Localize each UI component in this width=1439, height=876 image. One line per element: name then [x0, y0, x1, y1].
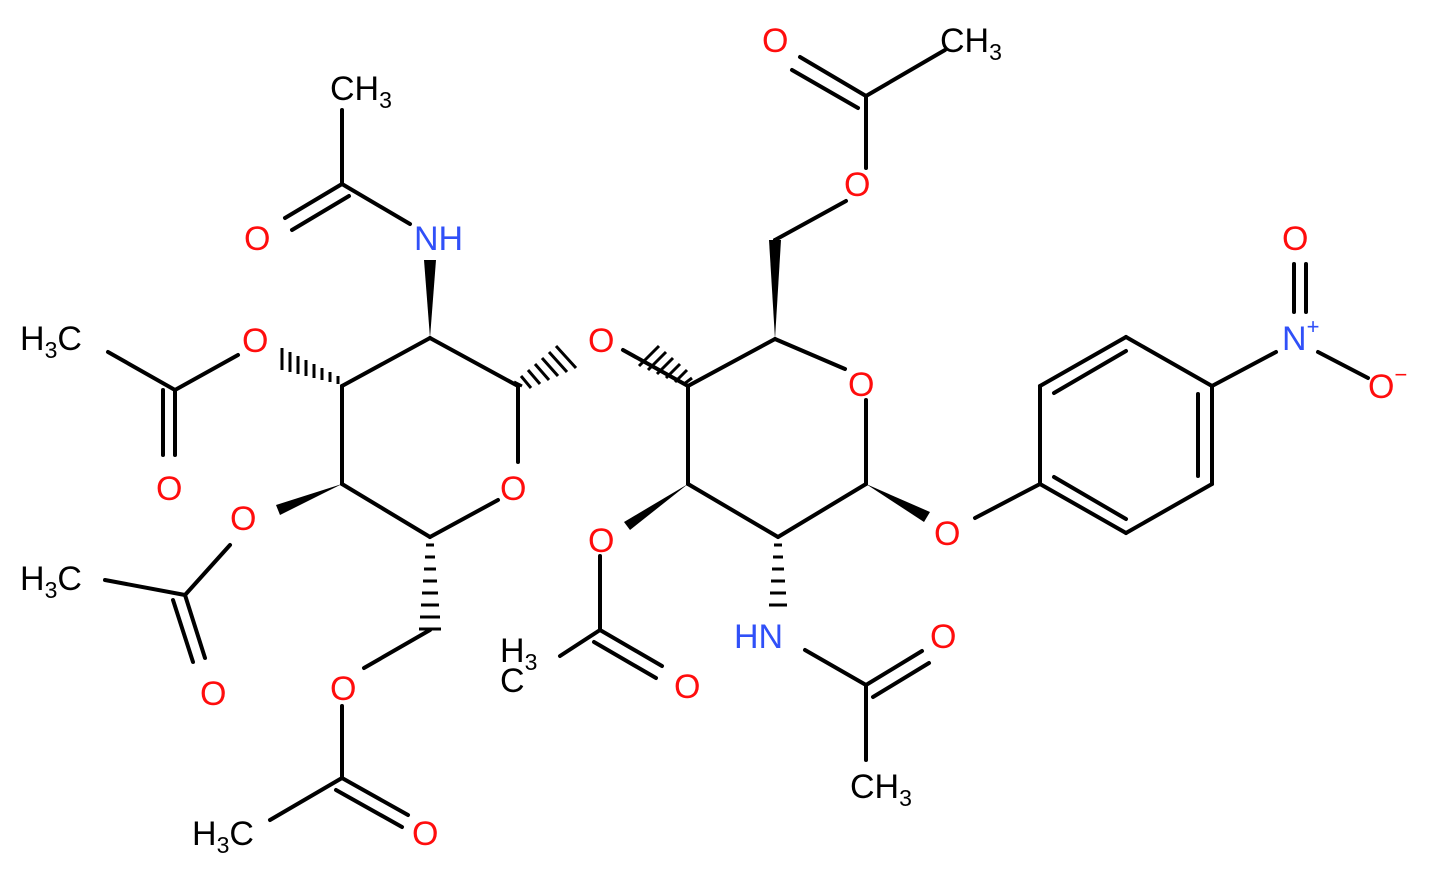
- hash-bond: [280, 348, 340, 384]
- bond: [268, 776, 344, 822]
- nitrogen-label: HN: [734, 618, 783, 656]
- bond: [1052, 475, 1128, 521]
- bond: [803, 648, 868, 687]
- methyl-label: CH3: [940, 22, 1002, 65]
- oxygen-label: O: [762, 22, 788, 60]
- bond: [1124, 335, 1214, 388]
- bond: [598, 628, 664, 668]
- bond: [283, 182, 344, 220]
- hash-bond: [513, 344, 578, 389]
- bond: [773, 337, 847, 371]
- nitrogen-label: NH: [414, 220, 463, 258]
- bond: [973, 482, 1042, 520]
- bond: [1124, 482, 1214, 535]
- bond: [798, 55, 868, 98]
- oxygen-label: O: [844, 166, 870, 204]
- bond: [340, 776, 410, 817]
- oxygen-label: O: [588, 322, 614, 360]
- bond: [776, 482, 868, 539]
- methyl-label: H3C: [20, 560, 82, 603]
- methyl-label: H3C: [20, 320, 82, 363]
- bond: [558, 628, 602, 658]
- bond: [340, 482, 432, 539]
- bond: [773, 199, 848, 242]
- wedge-bond: [424, 260, 436, 338]
- oxygen-label: O: [200, 675, 226, 713]
- oxygen-label: O: [242, 322, 268, 360]
- bond: [864, 649, 924, 687]
- oxygen-label: O: [848, 366, 874, 404]
- bond: [686, 482, 780, 539]
- bond: [1052, 349, 1128, 395]
- bond: [592, 640, 658, 680]
- oxygen-label: O: [588, 522, 614, 560]
- oxygen-label: O−: [1368, 362, 1407, 406]
- oxygen-label: O: [412, 815, 438, 853]
- methyl-label: H3C: [192, 815, 254, 858]
- methyl-label: H3C: [500, 632, 537, 700]
- bond: [864, 48, 947, 98]
- bond: [106, 350, 177, 392]
- oxygen-label: O: [330, 670, 356, 708]
- bond: [428, 498, 500, 539]
- oxygen-label: O: [934, 515, 960, 553]
- bond: [362, 628, 432, 670]
- oxygen-label: O: [930, 618, 956, 656]
- oxygen-label: O: [230, 500, 256, 538]
- bond: [686, 337, 777, 388]
- bond: [1210, 350, 1278, 388]
- oxygen-label: O: [156, 470, 182, 508]
- bond: [290, 194, 351, 232]
- bond: [428, 336, 520, 388]
- nitrogen-label: N+: [1282, 314, 1319, 358]
- oxygen-label: O: [500, 470, 526, 508]
- bond: [1316, 350, 1370, 380]
- bond: [340, 336, 432, 388]
- bond: [1038, 335, 1128, 388]
- bond: [183, 593, 207, 660]
- methyl-label: CH3: [850, 768, 912, 811]
- bond: [871, 661, 931, 699]
- bond: [103, 578, 187, 597]
- bond: [334, 788, 404, 829]
- bond: [1038, 482, 1128, 535]
- bonds: [103, 48, 1370, 829]
- hash-bond: [419, 543, 441, 631]
- wedge-bond: [624, 484, 688, 530]
- oxygen-label: O: [1282, 220, 1308, 258]
- stereo-bonds: [276, 240, 930, 631]
- wedge-bond: [866, 484, 930, 522]
- atom-labels: CH3 CH3 H3C H3C H3C H3C CH3 O O O O O O …: [20, 22, 1407, 858]
- bond: [183, 543, 232, 597]
- bond: [171, 598, 195, 664]
- wedge-bond: [769, 240, 781, 339]
- methyl-label: CH3: [330, 70, 392, 113]
- bond: [340, 182, 412, 226]
- bond: [790, 68, 860, 110]
- oxygen-label: O: [674, 668, 700, 706]
- hash-bond: [769, 543, 787, 607]
- hash-bond: [637, 344, 693, 386]
- wedge-bond: [276, 484, 342, 515]
- oxygen-label: O: [244, 220, 270, 258]
- bond: [173, 353, 240, 392]
